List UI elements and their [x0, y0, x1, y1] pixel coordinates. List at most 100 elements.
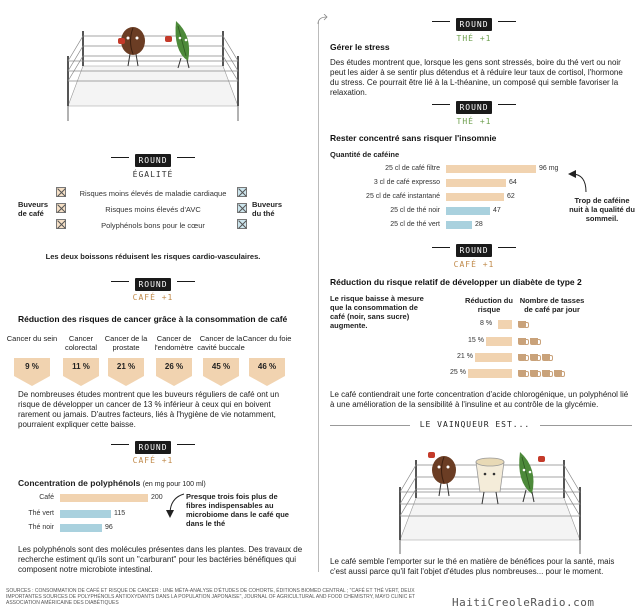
r5-bar-value-4: 47: [493, 207, 501, 214]
coffee-cup-icon: [518, 338, 529, 345]
sources-footer: SOURCES : CONSOMMATION DE CAFÉ ET RISQUE…: [6, 588, 415, 606]
cancer-value: 9 %: [14, 358, 50, 376]
down-arrow-icon: 26 %: [156, 358, 192, 386]
coffee-cup-icon: [542, 370, 553, 377]
round5-note: Trop de caféine nuit à la qualité du som…: [569, 196, 635, 223]
r3-bar-label-2: Thé vert: [28, 510, 54, 517]
winner-text: Le café semble l'emporter sur le thé en …: [330, 557, 615, 576]
r3-bar-green-tea: [60, 510, 111, 518]
round6-text: Le café contiendrait une forte concentra…: [330, 390, 629, 409]
cancer-name: Cancer de l'endomètre: [154, 334, 194, 352]
check-icon-tea-3: [237, 219, 247, 229]
r5-bar-label-3: 25 cl de café instantané: [366, 193, 440, 200]
r5-bar-black-tea: [446, 207, 490, 215]
curved-arrow-icon: [166, 493, 185, 518]
r5-bar-label-1: 25 cl de café filtre: [385, 165, 440, 172]
winner-title-rule-right: [540, 425, 632, 426]
r6-bar-1: [498, 320, 512, 329]
cancer-value: 11 %: [63, 358, 99, 376]
round3-note: Presque trois fois plus de fibres indisp…: [186, 492, 289, 528]
check-icon-coffee-3: [56, 219, 66, 229]
watermark-text: HaitiCreoleRadio.com: [452, 596, 595, 609]
round6-result: CAFÉ +1: [453, 260, 495, 269]
divider-arrow-icon: [317, 14, 328, 25]
r6-bar-2: [486, 337, 512, 346]
round2-title: Réduction des risques de cancer grâce à …: [18, 314, 288, 324]
r3-bar-label-3: Thé noir: [28, 524, 54, 531]
cancer-col-5: Cancer de la cavité buccale 45 %: [195, 334, 247, 386]
r5-bar-value-2: 64: [509, 179, 517, 186]
r6-value-2: 15 %: [468, 337, 484, 344]
round6-col1: Réduction du risque: [465, 296, 513, 314]
r6-value-4: 25 %: [450, 369, 466, 376]
coffee-cup-icon: [554, 370, 565, 377]
r6-value-3: 21 %: [457, 353, 473, 360]
coffee-cup-icon: [530, 370, 541, 377]
cancer-name: Cancer de la prostate: [104, 334, 148, 352]
round2-text: De nombreuses études montrent que les bu…: [18, 390, 280, 429]
round1-conclusion: Les deux boissons réduisent les risques …: [45, 252, 261, 261]
cancer-col-2: Cancer colorectal 11 %: [55, 334, 107, 386]
cancer-value: 26 %: [156, 358, 192, 376]
down-arrow-icon: 9 %: [14, 358, 50, 386]
coffee-cup-icon: [530, 354, 541, 361]
r3-bar-black-tea: [60, 524, 102, 532]
cancer-value: 46 %: [249, 358, 285, 376]
cancer-value: 21 %: [108, 358, 144, 376]
round4-text: Des études montrent que, lorsque les gen…: [330, 58, 623, 97]
check-icon-coffee-2: [56, 203, 66, 213]
cup-row-1: [518, 321, 529, 328]
r6-value-1: 8 %: [480, 320, 493, 327]
r6-bar-3: [475, 353, 512, 362]
round2-result: CAFÉ +1: [132, 293, 174, 302]
round3-text: Les polyphénols sont des molécules prése…: [18, 545, 303, 574]
round3-unit: (en mg pour 100 ml): [142, 481, 206, 488]
r5-bar-label-2: 3 cl de café expresso: [373, 179, 440, 186]
coffee-cup-icon: [542, 354, 553, 361]
check-icon-tea-2: [237, 203, 247, 213]
coffee-cup-icon: [518, 370, 529, 377]
round6-col2: Nombre de tasses de café par jour: [519, 296, 585, 314]
round1-label-tea: Buveurs du thé: [252, 200, 283, 218]
round1-risk-1: Risques moins élevés de maladie cardiaqu…: [79, 189, 227, 198]
round3-badge: ROUND 3: [111, 441, 195, 465]
r3-bar-coffee: [60, 494, 148, 502]
cancer-name: Cancer colorectal: [64, 334, 98, 352]
cancer-name: Cancer du foie: [242, 334, 292, 343]
coffee-cup-icon: [518, 321, 529, 328]
round5-subtitle: Quantité de caféine: [330, 150, 400, 159]
round3-title-row: Concentration de polyphénols (en mg pour…: [18, 478, 308, 488]
r3-bar-value-1: 200: [151, 494, 163, 501]
down-arrow-icon: 45 %: [203, 358, 239, 386]
cup-row-3: [518, 354, 553, 361]
round1-result: ÉGALITÉ: [132, 170, 174, 179]
coffee-cup-icon: [530, 338, 541, 345]
r5-bar-value-1: 96 mg: [539, 165, 559, 172]
round6-badge: ROUND 6: [432, 244, 516, 268]
round5-result: THÉ +1: [456, 117, 492, 126]
round5-title: Rester concentré sans risquer l'insomnie: [330, 133, 497, 143]
round4-title: Gérer le stress: [330, 42, 390, 52]
winner-title: LE VAINQUEUR EST...: [419, 420, 531, 429]
coffee-cup-icon: [518, 354, 529, 361]
r5-bar-value-3: 62: [507, 193, 515, 200]
r5-bar-value-5: 28: [475, 221, 483, 228]
r3-bar-value-2: 115: [114, 510, 126, 517]
round6-intro: Le risque baisse à mesure que la consomm…: [330, 294, 424, 330]
boxing-ring-illustration-top: [67, 21, 239, 121]
check-icon-coffee-1: [56, 187, 66, 197]
down-arrow-icon: 46 %: [249, 358, 285, 386]
round5-badge: ROUND 5: [432, 101, 516, 125]
cancer-col-4: Cancer de l'endomètre 26 %: [148, 334, 200, 386]
round1-risk-2: Risques moins élevés d'AVC: [105, 205, 201, 214]
cup-row-4: [518, 370, 565, 377]
r3-bar-label-1: Café: [39, 494, 54, 501]
check-icon-tea-1: [237, 187, 247, 197]
r3-bar-value-3: 96: [105, 524, 113, 531]
down-arrow-icon: 11 %: [63, 358, 99, 386]
round6-title: Réduction du risque relatif de développe…: [330, 277, 582, 287]
round1-badge: ROUND 1: [111, 154, 195, 178]
cancer-col-1: Cancer du sein 9 %: [6, 334, 58, 386]
r5-bar-instant-coffee: [446, 193, 504, 201]
cancer-col-3: Cancer de la prostate 21 %: [100, 334, 152, 386]
